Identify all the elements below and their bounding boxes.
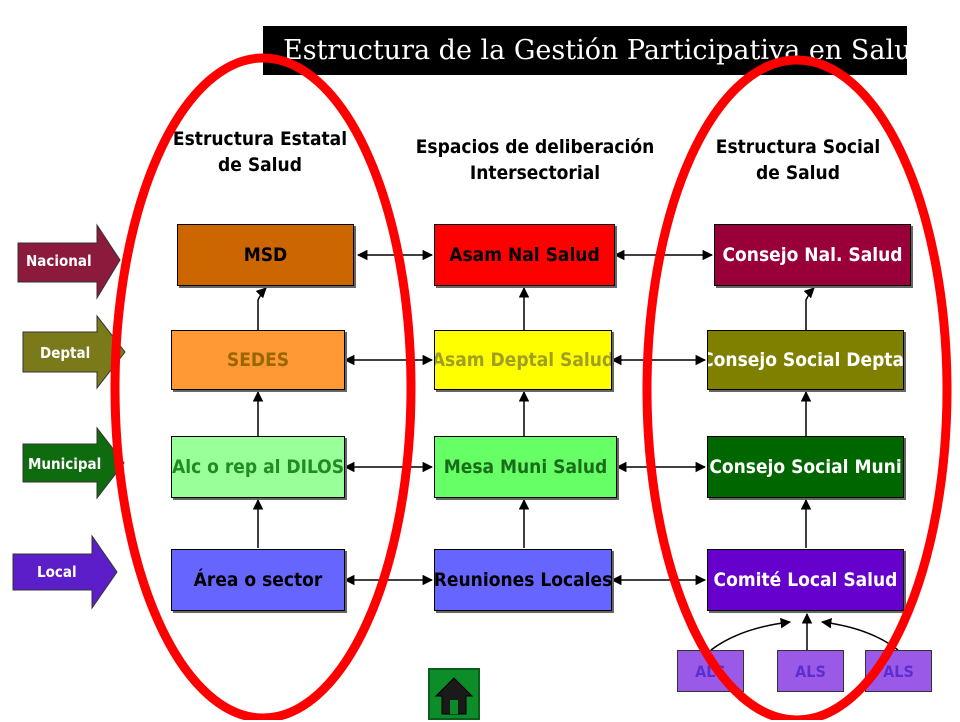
- heading-line: Estructura Social: [715, 136, 881, 158]
- box-area-sector[interactable]: Área o sector: [171, 549, 345, 611]
- ellipse-social-structure: [642, 55, 952, 720]
- heading-line: de Salud: [756, 162, 840, 184]
- level-label-deptal: Deptal: [40, 344, 91, 362]
- column-heading-social: Estructura Social de Salud: [698, 134, 898, 186]
- box-sedes[interactable]: SEDES: [171, 330, 345, 390]
- heading-line: Intersectorial: [469, 162, 601, 184]
- box-consejo-nal-salud[interactable]: Consejo Nal. Salud: [714, 224, 911, 286]
- box-msd[interactable]: MSD: [177, 224, 354, 286]
- home-icon: [434, 677, 474, 715]
- column-heading-state: Estructura Estatal de Salud: [160, 126, 360, 178]
- level-label-municipal: Municipal: [28, 455, 102, 473]
- home-button[interactable]: [428, 668, 480, 720]
- level-arrow-nacional: [17, 223, 121, 300]
- box-reuniones-locales[interactable]: Reuniones Locales: [434, 549, 612, 611]
- box-asam-nal-salud[interactable]: Asam Nal Salud: [434, 224, 615, 286]
- box-alcaldia-dilos[interactable]: Alc o rep al DILOS: [171, 436, 345, 498]
- ellipse-state-structure: [110, 53, 416, 720]
- level-label-local: Local: [37, 563, 77, 581]
- heading-line: Estructura Estatal: [172, 128, 348, 150]
- box-comite-local-salud[interactable]: Comité Local Salud: [707, 549, 904, 611]
- level-arrows: [12, 223, 126, 610]
- box-mesa-muni-salud[interactable]: Mesa Muni Salud: [434, 436, 617, 498]
- heading-line: Espacios de deliberación: [415, 136, 655, 158]
- level-arrow-municipal: [22, 426, 125, 500]
- vertical-connectors: [252, 286, 899, 651]
- box-consejo-social-deptal[interactable]: Consejo Social Deptal: [707, 330, 904, 390]
- column-heading-deliberation: Espacios de deliberación Intersectorial: [400, 134, 670, 186]
- level-label-nacional: Nacional: [26, 252, 92, 270]
- heading-line: de Salud: [218, 154, 302, 176]
- als-box-2[interactable]: ALS: [777, 650, 844, 692]
- box-asam-deptal-salud[interactable]: Asam Deptal Salud: [434, 330, 612, 390]
- level-arrow-local: [12, 534, 118, 610]
- box-consejo-social-muni[interactable]: Consejo Social Muni: [707, 436, 904, 498]
